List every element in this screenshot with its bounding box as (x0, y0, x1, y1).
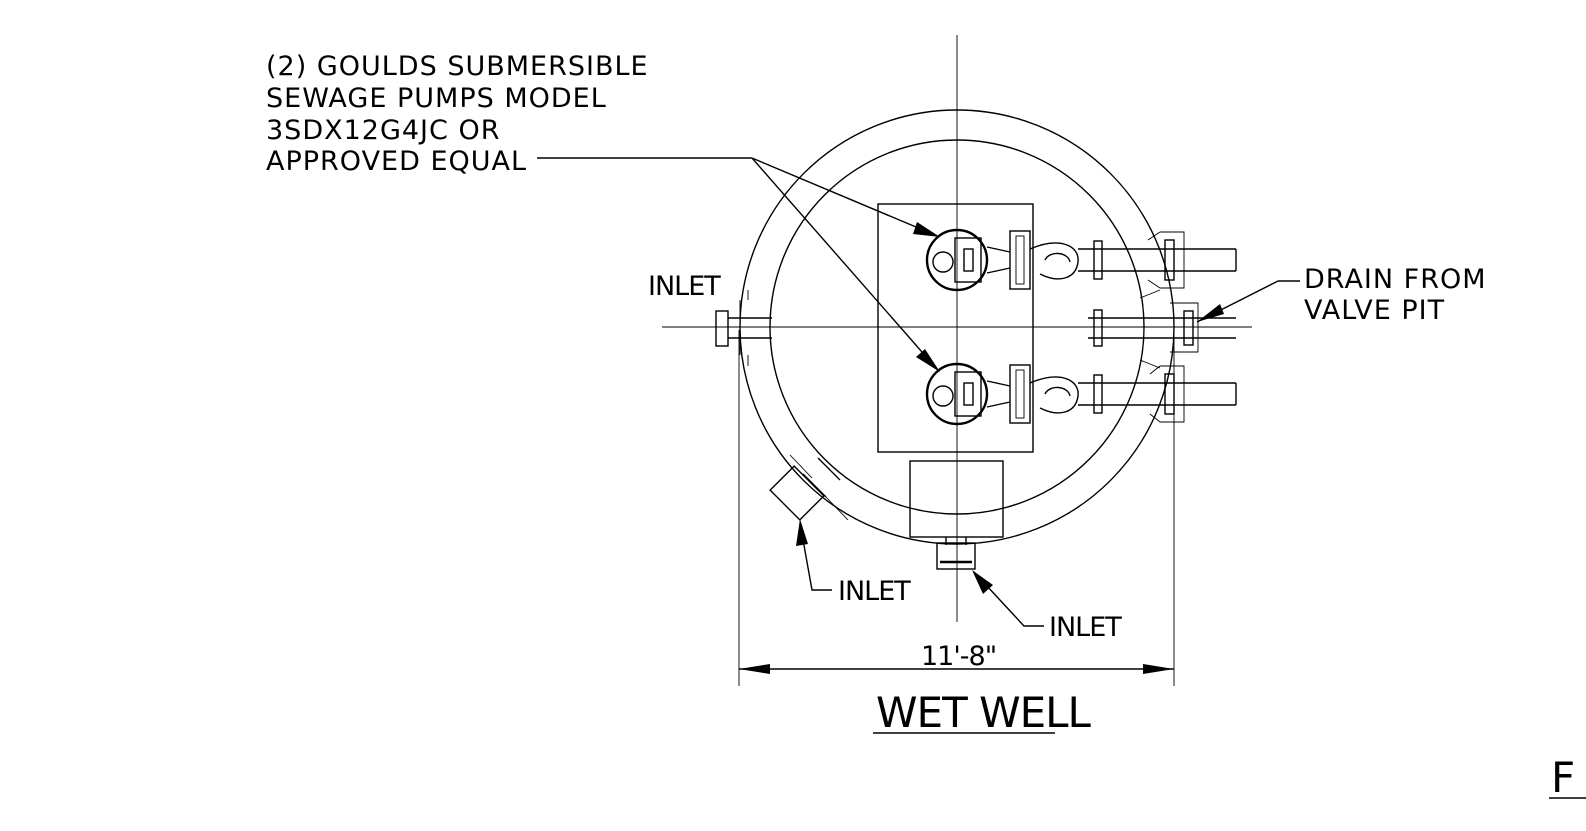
inlet-lower-left-leader (796, 519, 832, 591)
drain-note: DRAIN FROM VALVE PIT (1304, 264, 1487, 326)
drawing-title: WET WELL (876, 688, 1092, 737)
dimension-label: 11'-8" (921, 641, 996, 672)
wet-well-inner-wall (769, 139, 1145, 515)
discharge-pipe-lower (1078, 365, 1237, 423)
inlet-bottom-pipe (936, 537, 976, 570)
pump-note-line-4: APPROVED EQUAL (266, 146, 527, 177)
dimension-line (738, 330, 1175, 686)
pump-note: (2) GOULDS SUBMERSIBLE SEWAGE PUMPS MODE… (266, 51, 649, 177)
pump-note-leader (537, 157, 940, 372)
inlet-left-pipe (715, 290, 772, 366)
wall-sleeve-right (1139, 231, 1161, 423)
drain-note-line-2: VALVE PIT (1304, 295, 1445, 326)
drain-pipe (1088, 302, 1236, 353)
pump-upper (925, 228, 1079, 292)
drain-leader (1196, 280, 1300, 323)
inlet-left-label: INLET (648, 271, 721, 302)
inlet-bottom-leader (972, 570, 1044, 627)
pump-base-plate (877, 203, 1034, 453)
discharge-pipe-upper (1078, 231, 1237, 289)
lower-box (909, 460, 1004, 538)
pump-note-line-1: (2) GOULDS SUBMERSIBLE (266, 51, 649, 82)
pump-note-line-2: SEWAGE PUMPS MODEL (266, 83, 607, 114)
inlet-bottom-label: INLET (1049, 612, 1122, 643)
inlet-lower-left-pipe (769, 454, 849, 521)
edge-fragment-text: F (1551, 753, 1574, 802)
inlet-lower-left-label: INLET (838, 576, 911, 607)
pump-lower (925, 362, 1079, 426)
pump-note-line-3: 3SDX12G4JC OR (266, 115, 500, 146)
drain-note-line-1: DRAIN FROM (1304, 264, 1487, 295)
